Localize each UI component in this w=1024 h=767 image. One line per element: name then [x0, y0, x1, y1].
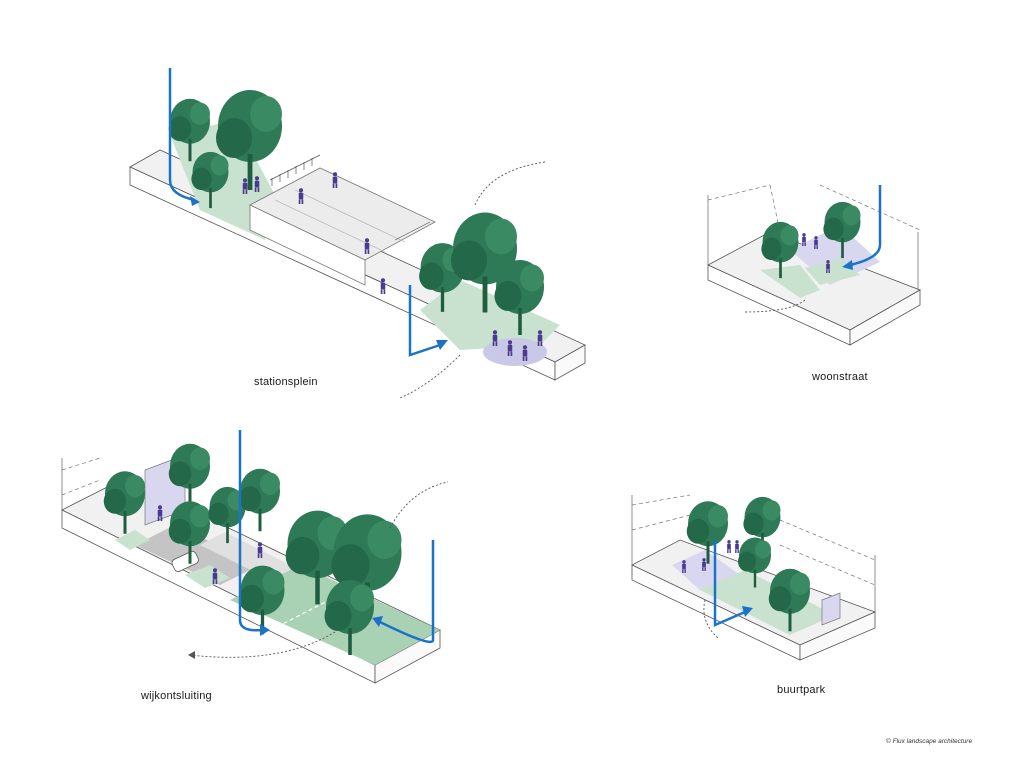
flow-dotted-line	[189, 631, 336, 658]
flow-dotted-line	[389, 481, 449, 529]
water-arrow-icon	[408, 285, 441, 357]
stationsplein-diagram	[129, 68, 586, 399]
water-arrow-icon	[713, 540, 746, 627]
water-arrow-icon	[379, 540, 435, 644]
building-corner	[821, 592, 841, 626]
flow-dotted-line	[474, 161, 546, 206]
stationsplein-slab-side	[554, 344, 586, 381]
wijkontsluiting-diagram	[61, 430, 449, 684]
road-lane	[135, 525, 260, 585]
plaza-circle	[483, 338, 547, 366]
label-woonstraat: woonstraat	[812, 371, 868, 383]
woonstraat-diagram	[707, 184, 921, 346]
car-icon	[171, 550, 199, 572]
flow-dotted-line	[399, 354, 461, 399]
label-stationsplein: stationsplein	[254, 376, 318, 388]
flow-dotted-line	[703, 599, 719, 639]
credit-text: © Flux landscape architecture	[886, 738, 973, 745]
station-fence	[269, 154, 431, 241]
water-arrow-icon	[238, 430, 263, 632]
water-arrow-icon	[168, 68, 196, 202]
label-wijkontsluiting: wijkontsluiting	[141, 690, 212, 702]
tree-icon	[238, 468, 280, 532]
person-icon	[727, 540, 731, 553]
stationsplein-grass-right	[420, 280, 560, 350]
woonstraat-plaza	[790, 225, 880, 285]
label-buurtpark: buurtpark	[777, 684, 826, 696]
buurtpark-grass	[700, 570, 835, 635]
water-arrow-icon	[849, 185, 882, 267]
person-icon	[735, 540, 739, 553]
station-front	[249, 204, 366, 286]
flow-dotted-line	[744, 299, 806, 313]
buurtpark-diagram	[631, 494, 877, 661]
bike-lane	[200, 532, 300, 582]
woonstraat-grass	[760, 265, 820, 298]
